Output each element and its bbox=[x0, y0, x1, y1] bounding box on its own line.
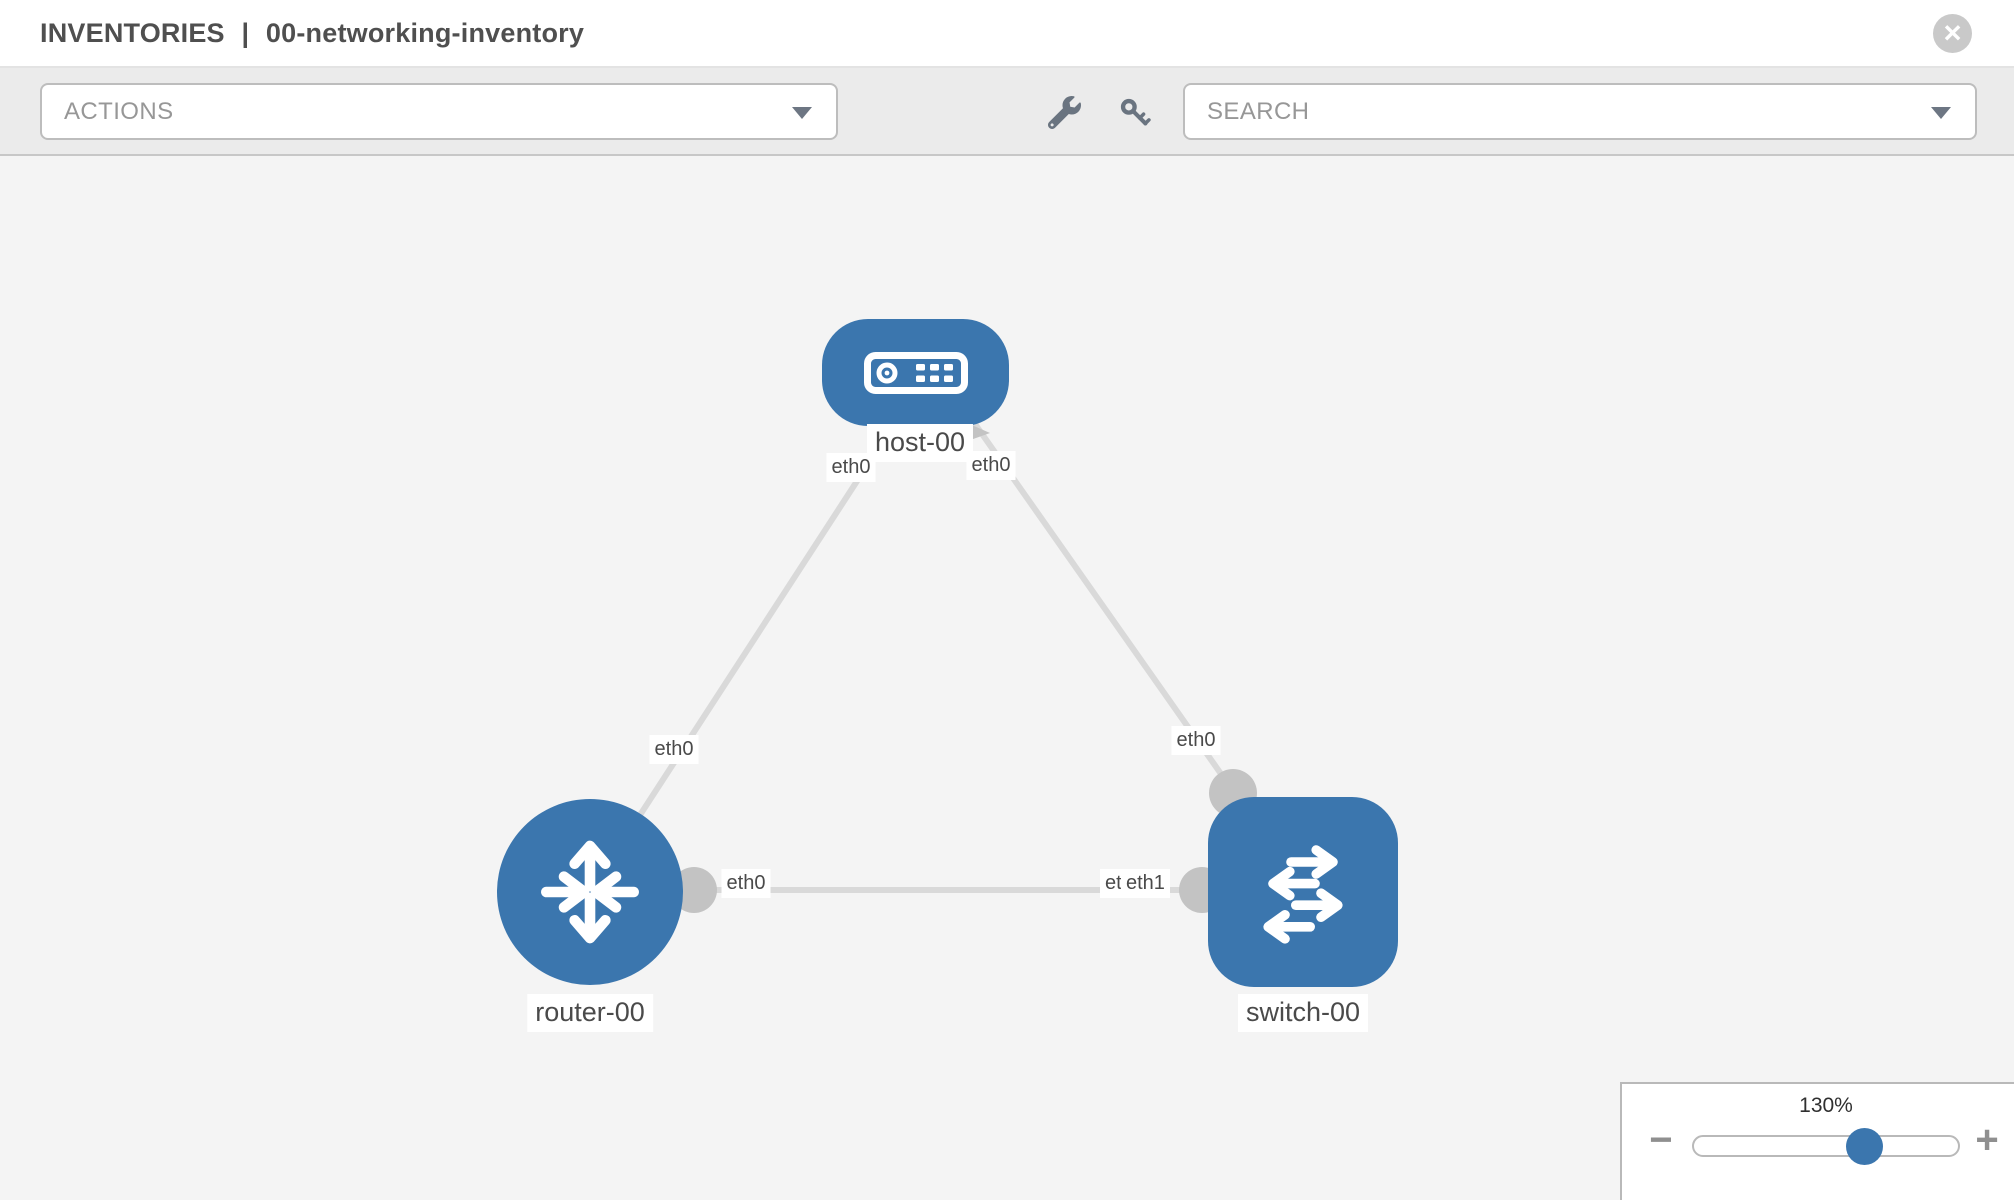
topology-links-layer bbox=[587, 403, 1300, 913]
zoom-slider-track[interactable] bbox=[1692, 1135, 1960, 1157]
close-button[interactable]: × bbox=[1933, 14, 1972, 53]
toolbar: ACTIONS SEARCH bbox=[0, 68, 2014, 156]
close-icon: × bbox=[1943, 14, 1962, 50]
interface-label-switch-eth0: eth0 bbox=[1171, 726, 1221, 755]
caret-down-icon bbox=[1931, 106, 1951, 119]
caret-down-icon bbox=[792, 106, 812, 119]
credentials-button[interactable] bbox=[1114, 92, 1154, 132]
topology-canvas[interactable]: host-00 router-00 switch-00 eth0 eth0 et… bbox=[0, 156, 2014, 1200]
plus-icon: + bbox=[1975, 1118, 1999, 1162]
interface-label-host-eth0-right: eth0 bbox=[966, 451, 1016, 480]
zoom-control-panel: 130% − + bbox=[1620, 1082, 2014, 1200]
router-icon bbox=[541, 840, 639, 944]
zoom-slider-handle[interactable] bbox=[1846, 1128, 1883, 1165]
breadcrumb-separator: | bbox=[241, 17, 250, 48]
configure-button[interactable] bbox=[1044, 92, 1084, 132]
actions-dropdown[interactable]: ACTIONS bbox=[40, 83, 838, 140]
node-host-00[interactable] bbox=[822, 319, 1009, 426]
breadcrumb-section: INVENTORIES bbox=[40, 17, 225, 48]
node-label-router: router-00 bbox=[527, 994, 653, 1032]
key-icon bbox=[1120, 98, 1151, 125]
node-label-host: host-00 bbox=[866, 424, 974, 462]
minus-icon: − bbox=[1649, 1118, 1673, 1162]
search-dropdown[interactable]: SEARCH bbox=[1183, 83, 1977, 140]
node-router-00[interactable] bbox=[497, 799, 683, 985]
switch-icon bbox=[1263, 845, 1343, 944]
inventory-name: 00-networking-inventory bbox=[265, 17, 585, 48]
interface-label-switch-eth1: eth1 bbox=[1121, 869, 1170, 898]
link-router-host bbox=[587, 416, 901, 894]
page-header: INVENTORIES | 00-networking-inventory × bbox=[0, 0, 2014, 68]
actions-dropdown-label: ACTIONS bbox=[64, 97, 174, 125]
node-switch-00[interactable] bbox=[1208, 797, 1398, 987]
node-label-switch: switch-00 bbox=[1237, 994, 1369, 1032]
zoom-out-button[interactable]: − bbox=[1644, 1120, 1678, 1160]
host-icon bbox=[863, 351, 968, 394]
wrench-icon bbox=[1047, 95, 1081, 129]
search-dropdown-label: SEARCH bbox=[1207, 97, 1310, 125]
interface-label-router-eth0-horizontal: eth0 bbox=[721, 869, 771, 898]
page-title: INVENTORIES | 00-networking-inventory bbox=[40, 18, 593, 49]
zoom-in-button[interactable]: + bbox=[1970, 1120, 2004, 1160]
zoom-level-label: 130% bbox=[1799, 1094, 1853, 1117]
interface-label-router-eth0: eth0 bbox=[649, 735, 699, 764]
interface-label-host-eth0-left: eth0 bbox=[826, 453, 876, 482]
